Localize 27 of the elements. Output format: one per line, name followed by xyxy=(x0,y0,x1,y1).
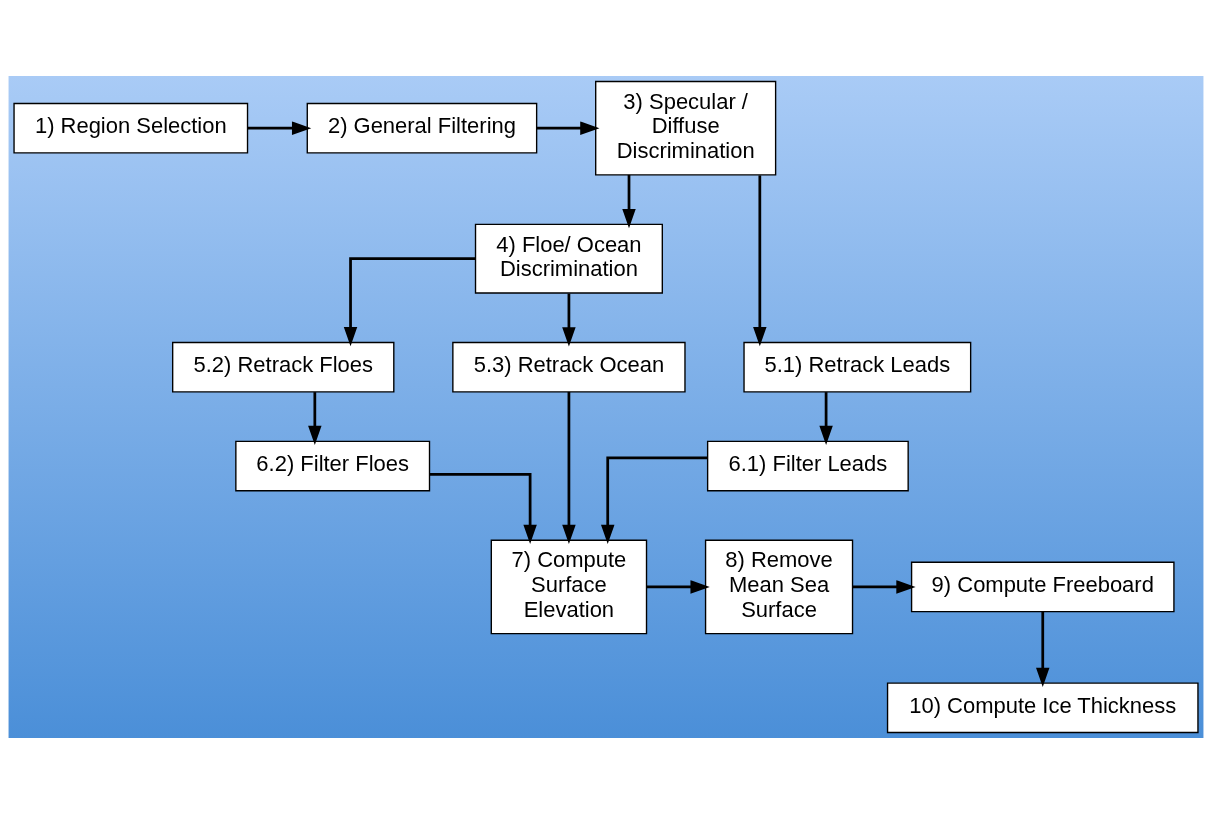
arrow xyxy=(753,174,767,346)
arrow xyxy=(600,455,708,544)
node-box: 8) Remove Mean Sea Surface xyxy=(704,539,854,634)
arrow xyxy=(308,391,322,445)
arrow xyxy=(562,391,576,544)
node-box: 4) Floe/ Ocean Discrimination xyxy=(474,223,663,294)
node-box: 7) Compute Surface Elevation xyxy=(490,539,648,634)
node-box: 6.2) Filter Floes xyxy=(235,440,431,491)
arrow xyxy=(536,120,600,135)
node-box: 2) General Filtering xyxy=(306,102,538,154)
arrow xyxy=(562,293,576,346)
arrow xyxy=(343,256,476,346)
node-box: 3) Specular / Diffuse Discrimination xyxy=(595,80,777,176)
arrow xyxy=(429,472,537,544)
node-box: 5.2) Retrack Floes xyxy=(172,341,395,393)
node-box: 9) Compute Freeboard xyxy=(910,561,1175,612)
arrow xyxy=(646,579,710,594)
arrow xyxy=(247,120,312,135)
node-box: 5.3) Retrack Ocean xyxy=(452,341,686,393)
arrow xyxy=(852,579,916,594)
arrow xyxy=(1036,611,1050,687)
node-box: 5.1) Retrack Leads xyxy=(743,341,972,393)
node-box: 10) Compute Ice Thickness xyxy=(886,681,1199,733)
node-box: 6.1) Filter Leads xyxy=(706,440,909,491)
arrow xyxy=(622,174,636,228)
arrow xyxy=(819,391,833,445)
node-box: 1) Region Selection xyxy=(13,102,249,154)
